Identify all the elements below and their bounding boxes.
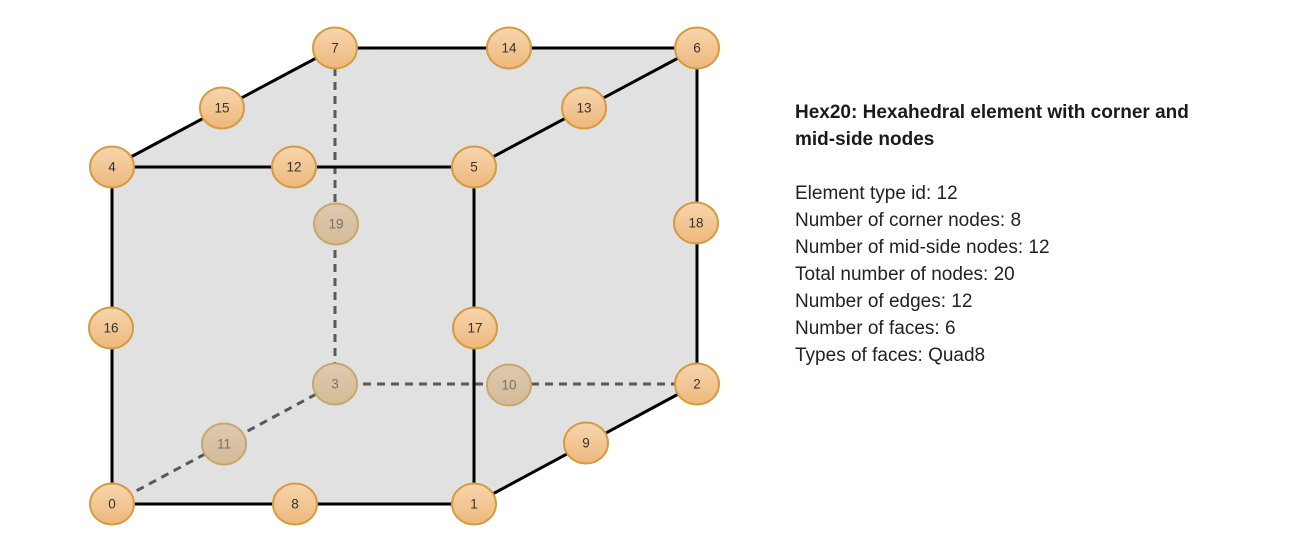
node-label-5: 5 xyxy=(470,160,478,175)
node-circle-15 xyxy=(199,86,245,130)
info-title: Hex20: Hexahedral element with corner an… xyxy=(795,99,1255,153)
node-10-hidden: 10 xyxy=(486,363,532,407)
node-19-hidden: 19 xyxy=(313,202,359,246)
node-2: 2 xyxy=(674,362,720,406)
info-line-total-nodes: Total number of nodes: 20 xyxy=(795,264,1015,285)
info-line-faces: Number of faces: 6 xyxy=(795,318,956,339)
node-label-19: 19 xyxy=(328,217,343,232)
node-label-11: 11 xyxy=(217,437,231,452)
node-7: 7 xyxy=(312,26,358,70)
node-8: 8 xyxy=(272,482,318,526)
node-circle-18 xyxy=(673,201,719,245)
node-label-1: 1 xyxy=(470,497,478,512)
node-circle-0 xyxy=(89,482,135,526)
info-title-line-1: Hex20: Hexahedral element with corner an… xyxy=(795,102,1189,123)
node-circle-5 xyxy=(451,145,497,189)
node-label-4: 4 xyxy=(108,160,116,175)
node-3-hidden: 3 xyxy=(312,362,358,406)
info-panel: Hex20: Hexahedral element with corner an… xyxy=(795,99,1255,369)
info-line-element-type-id: Element type id: 12 xyxy=(795,183,958,204)
node-circle-10 xyxy=(486,363,532,407)
node-6: 6 xyxy=(674,26,720,70)
node-17: 17 xyxy=(452,306,498,350)
node-1: 1 xyxy=(451,482,497,526)
node-circle-14 xyxy=(486,26,532,70)
node-circle-12 xyxy=(271,145,317,189)
node-circle-16 xyxy=(88,306,134,350)
node-label-13: 13 xyxy=(576,101,591,116)
node-13: 13 xyxy=(561,86,607,130)
node-0: 0 xyxy=(89,482,135,526)
node-circle-8 xyxy=(272,482,318,526)
node-12: 12 xyxy=(271,145,317,189)
node-circle-13 xyxy=(561,86,607,130)
node-circle-9 xyxy=(563,421,609,465)
node-circle-7 xyxy=(312,26,358,70)
node-circle-6 xyxy=(674,26,720,70)
node-label-9: 9 xyxy=(582,436,590,451)
node-circle-1 xyxy=(451,482,497,526)
node-circle-4 xyxy=(89,145,135,189)
node-circle-17 xyxy=(452,306,498,350)
node-label-3: 3 xyxy=(331,377,339,392)
node-18: 18 xyxy=(673,201,719,245)
node-label-16: 16 xyxy=(103,321,118,336)
node-label-15: 15 xyxy=(214,101,229,116)
node-label-2: 2 xyxy=(693,377,701,392)
node-label-10: 10 xyxy=(501,378,516,393)
node-circle-11 xyxy=(201,422,247,466)
node-label-0: 0 xyxy=(108,497,116,512)
node-label-18: 18 xyxy=(688,216,703,231)
node-label-7: 7 xyxy=(331,41,339,56)
node-14: 14 xyxy=(486,26,532,70)
node-5: 5 xyxy=(451,145,497,189)
node-11-hidden: 11 xyxy=(201,422,247,466)
node-9: 9 xyxy=(563,421,609,465)
node-label-6: 6 xyxy=(693,41,701,56)
hex-face xyxy=(112,48,697,504)
node-label-17: 17 xyxy=(467,321,482,336)
info-line-corner-nodes: Number of corner nodes: 8 xyxy=(795,210,1022,231)
info-lines: Element type id: 12 Number of corner nod… xyxy=(795,180,1255,369)
info-spacer xyxy=(795,153,1255,180)
node-circle-2 xyxy=(674,362,720,406)
node-circle-19 xyxy=(313,202,359,246)
node-15: 15 xyxy=(199,86,245,130)
node-circle-3 xyxy=(312,362,358,406)
node-label-12: 12 xyxy=(286,160,301,175)
node-label-14: 14 xyxy=(501,41,517,56)
node-16: 16 xyxy=(88,306,134,350)
info-title-line-2: mid-side nodes xyxy=(795,129,935,150)
node-label-8: 8 xyxy=(291,497,299,512)
info-line-edges: Number of edges: 12 xyxy=(795,291,973,312)
node-4: 4 xyxy=(89,145,135,189)
info-line-face-types: Types of faces: Quad8 xyxy=(795,345,986,366)
info-line-mid-side-nodes: Number of mid-side nodes: 12 xyxy=(795,237,1050,258)
